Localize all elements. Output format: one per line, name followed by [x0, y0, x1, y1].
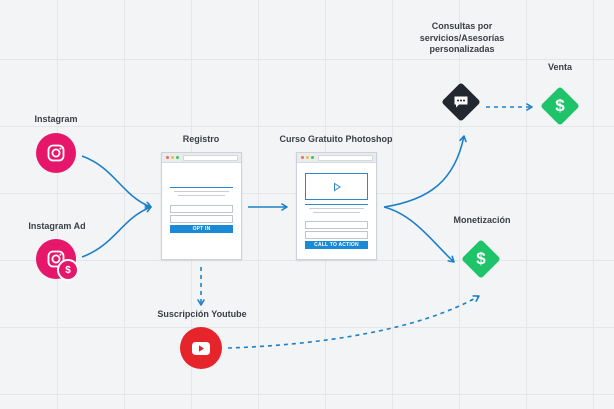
- instagram-node[interactable]: [36, 133, 76, 173]
- heading-line: [170, 187, 233, 188]
- minimize-dot: [306, 156, 309, 159]
- url-bar: [183, 155, 238, 161]
- dollar-icon: $: [476, 249, 486, 268]
- dollar-badge-icon: $: [57, 259, 79, 281]
- minimize-dot: [171, 156, 174, 159]
- arrow-instagram-to-registro: [81, 155, 152, 209]
- venta-label: Venta: [547, 62, 572, 72]
- url-bar: [318, 155, 373, 161]
- heading-line: [305, 204, 368, 205]
- close-dot: [301, 156, 304, 159]
- arrow-curso-to-consultas: [383, 135, 467, 208]
- play-icon: [333, 182, 341, 191]
- youtube-node[interactable]: [180, 327, 222, 369]
- form-field[interactable]: [305, 221, 368, 229]
- arrow-curso-to-monetizacion: [383, 206, 455, 263]
- consultas-label: Consultas por servicios/Asesorías person…: [419, 21, 505, 54]
- call-to-action-button[interactable]: CALL TO ACTION: [305, 241, 368, 249]
- instagram-ad-label: Instagram Ad: [28, 221, 86, 231]
- video-placeholder[interactable]: [305, 173, 368, 200]
- dollar-icon: $: [555, 96, 565, 115]
- youtube-label: Suscripción Youtube: [157, 309, 247, 319]
- close-dot: [166, 156, 169, 159]
- form-field[interactable]: [170, 205, 233, 213]
- curso-label: Curso Gratuito Photoshop: [279, 134, 393, 144]
- curso-page[interactable]: CALL TO ACTION: [296, 152, 377, 260]
- instagram-icon: [47, 144, 65, 162]
- monetizacion-label: Monetización: [453, 215, 511, 225]
- browser-bar: [162, 153, 241, 163]
- maximize-dot: [176, 156, 179, 159]
- instagram-label: Instagram: [34, 114, 78, 124]
- browser-bar: [297, 153, 376, 163]
- form-field[interactable]: [305, 231, 368, 239]
- youtube-play-icon: [192, 341, 210, 355]
- registro-label: Registro: [182, 134, 220, 144]
- maximize-dot: [311, 156, 314, 159]
- arrow-instagram-ad-to-registro: [81, 205, 152, 258]
- form-field[interactable]: [170, 215, 233, 223]
- opt-in-button[interactable]: OPT IN: [170, 225, 233, 233]
- registro-page[interactable]: OPT IN: [161, 152, 242, 260]
- arrow-youtube-to-monetizacion: [227, 295, 480, 349]
- chat-bubble-icon: [454, 96, 468, 108]
